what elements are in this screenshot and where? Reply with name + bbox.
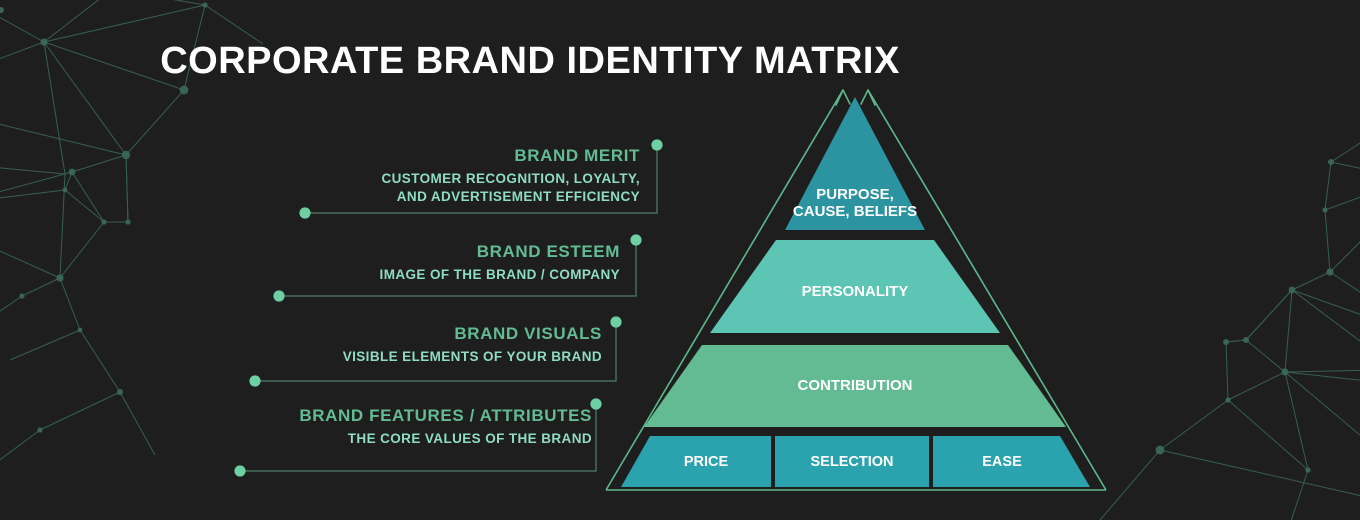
label-sub-brand-esteem: IMAGE OF THE BRAND / COMPANY <box>200 267 620 283</box>
label-sub-line1: THE CORE VALUES OF THE BRAND <box>347 431 592 447</box>
label-sub-line1: VISIBLE ELEMENTS OF YOUR BRAND <box>342 349 602 365</box>
label-sub-brand-visuals: VISIBLE ELEMENTS OF YOUR BRAND <box>180 349 602 365</box>
base-segment-selection <box>775 436 929 487</box>
outline-right-arrow <box>867 89 1107 491</box>
base-label-selection: SELECTION <box>811 454 894 470</box>
label-block-brand-esteem: BRAND ESTEEM IMAGE OF THE BRAND / COMPAN… <box>200 242 620 283</box>
page-title: CORPORATE BRAND IDENTITY MATRIX <box>160 40 900 82</box>
outline-right-arrowhead <box>860 89 876 106</box>
base-label-ease: EASE <box>982 454 1022 470</box>
label-sub-line1: IMAGE OF THE BRAND / COMPANY <box>379 267 620 283</box>
tier-label-purpose-line2: CAUSE, BELIEFS <box>793 203 917 220</box>
label-block-brand-merit: BRAND MERIT CUSTOMER RECOGNITION, LOYALT… <box>200 146 640 205</box>
label-heading-brand-esteem: BRAND ESTEEM <box>476 242 620 261</box>
tier-label-personality: PERSONALITY <box>802 283 909 300</box>
label-sub-line2: AND ADVERTISEMENT EFFICIENCY <box>396 188 640 204</box>
label-sub-line1: CUSTOMER RECOGNITION, LOYALTY, <box>381 171 640 187</box>
tier-label-contribution: CONTRIBUTION <box>798 377 913 394</box>
label-heading-brand-visuals: BRAND VISUALS <box>454 324 602 343</box>
label-sub-brand-features: THE CORE VALUES OF THE BRAND <box>170 431 592 447</box>
label-heading-brand-merit: BRAND MERIT <box>514 146 640 165</box>
base-segment-price <box>621 436 771 487</box>
outline-left-arrow <box>605 89 844 491</box>
pyramid-tier-purpose[interactable]: PURPOSE, CAUSE, BELIEFS <box>785 97 925 230</box>
label-heading-brand-features: BRAND FEATURES / ATTRIBUTES <box>299 406 592 425</box>
pyramid-tier-personality[interactable]: PERSONALITY <box>710 240 1000 333</box>
base-label-price: PRICE <box>684 454 729 470</box>
tier-shape-purpose <box>785 97 925 230</box>
label-block-brand-visuals: BRAND VISUALS VISIBLE ELEMENTS OF YOUR B… <box>180 324 602 365</box>
pyramid-tier-contribution[interactable]: CONTRIBUTION <box>644 345 1066 427</box>
tier-shape-contribution <box>644 345 1066 427</box>
tier-label-purpose-line1: PURPOSE, <box>816 186 894 203</box>
label-block-brand-features: BRAND FEATURES / ATTRIBUTES THE CORE VAL… <box>170 406 592 447</box>
outline-left-arrowhead <box>835 89 851 106</box>
base-segment-ease <box>933 436 1090 487</box>
pyramid-outline <box>605 89 1107 491</box>
pyramid-base-row: PRICE SELECTION EASE <box>621 436 1090 487</box>
tier-shape-personality <box>710 240 1000 333</box>
label-sub-brand-merit: CUSTOMER RECOGNITION, LOYALTY, AND ADVER… <box>200 171 640 205</box>
